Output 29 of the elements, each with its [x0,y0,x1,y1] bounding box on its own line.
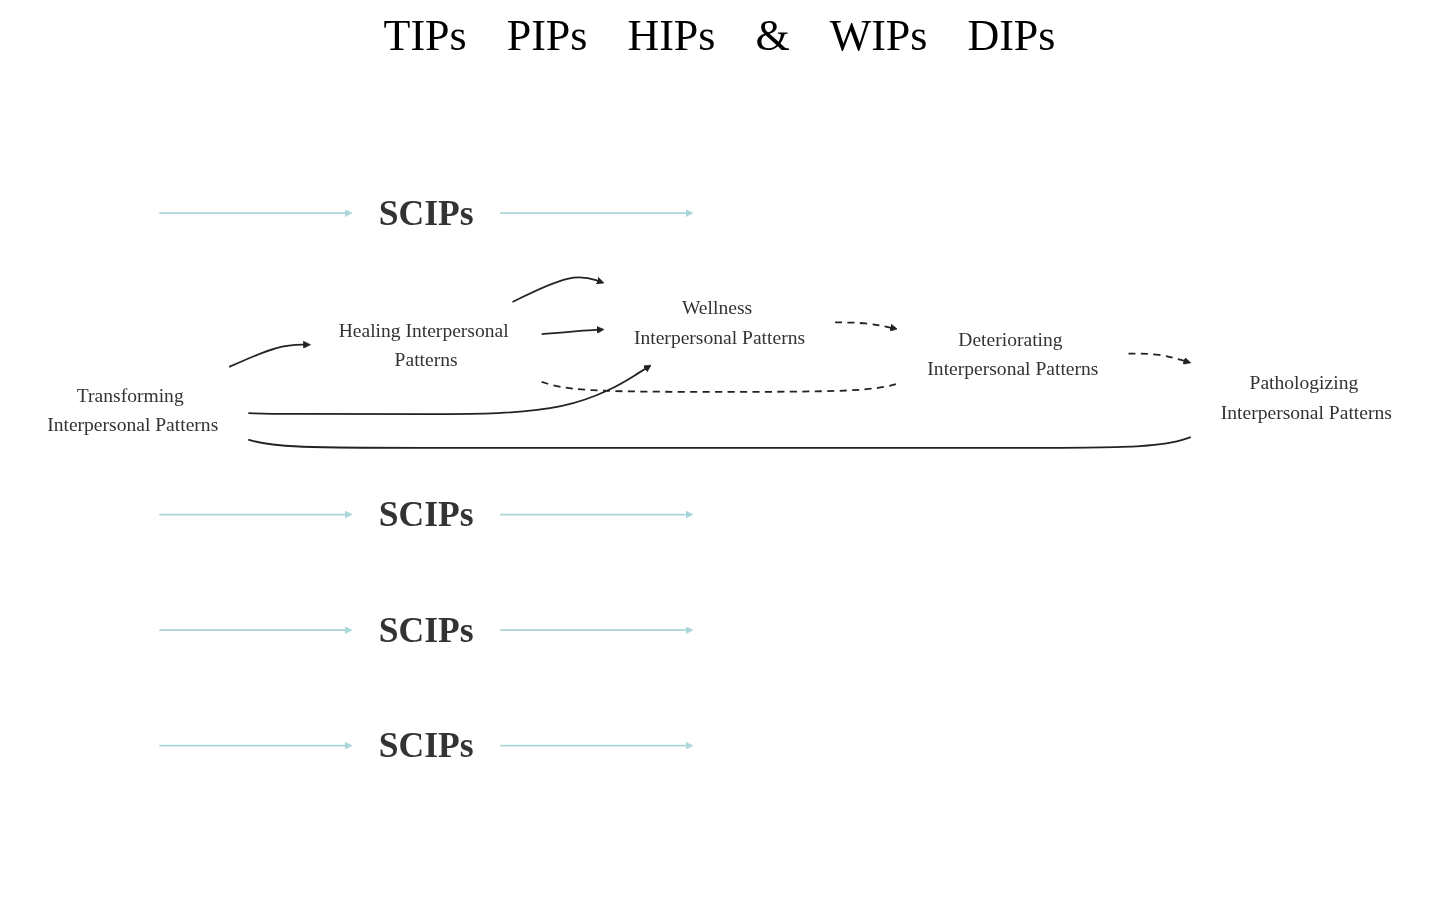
arrow [834,321,898,332]
arrow [247,364,652,415]
node-text: SCIPs [378,724,474,765]
node-text: Wellness Interpersonal Patterns [633,296,806,348]
node-text: Healing Interpersonal Patterns [338,318,509,371]
node-text: Pathologizing Interpersonal Patterns [1220,370,1392,423]
acronym-label: PIPs [506,10,588,61]
arrow [228,340,311,368]
arrow [158,208,353,217]
acronym-label: HIPs [627,10,716,61]
node-text: Transforming Interpersonal Patterns [47,383,219,435]
arrow [499,510,694,519]
node-text: SCIPs [378,609,474,650]
arrow [540,325,605,335]
acronym-label: DIPs [967,10,1056,61]
node-text: SCIPs [378,192,474,233]
acronym-label: WIPs [829,10,928,61]
arrow [1127,352,1192,365]
node-text: Deteriorating Interpersonal Patterns [927,327,1099,379]
arrow [499,741,694,750]
arrow [499,625,694,634]
arrow [158,741,353,750]
acronym-label: & [755,10,790,61]
acronym-label: TIPs [383,10,467,61]
arrow [158,625,353,634]
arrow [499,208,694,217]
node-text: SCIPs [378,493,474,534]
arrow [158,510,353,519]
arrow [511,276,605,303]
